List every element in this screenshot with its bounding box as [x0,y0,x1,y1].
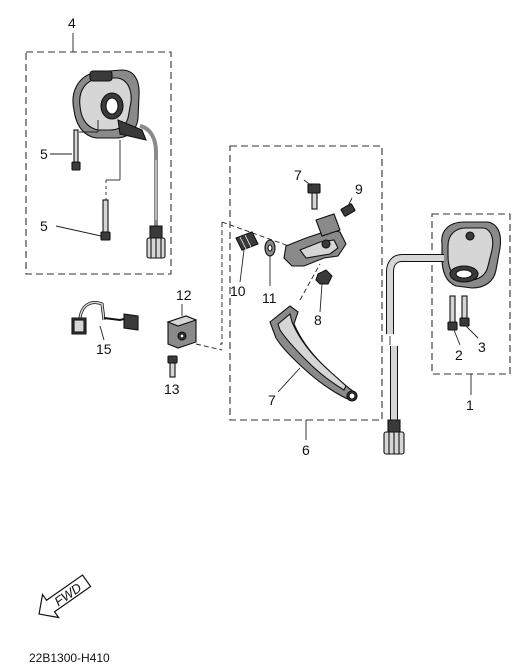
callout-15: 15 [96,341,112,357]
callout-14: 13 [164,381,180,397]
screw-2 [447,295,458,331]
wire-lead-15 [71,301,139,341]
lever-bracket [283,213,347,267]
callout-7-label: 7 [268,392,276,408]
left-switch-wire-harness [139,124,166,259]
callout-5-upper: 5 [40,146,48,162]
adjuster-10 [340,197,356,217]
washer-12 [264,239,276,286]
fwd-direction-arrow: FWD [38,574,92,619]
screw-3 [459,295,470,327]
left-switch-housing [72,69,147,141]
clamp-13 [166,304,198,349]
callout-6: 6 [302,442,310,458]
assembly-4-left-handlebar-switch: 4 5 5 [25,15,172,275]
callout-9: 8 [314,312,322,328]
callout-3: 3 [478,339,486,355]
screw-14 [167,355,178,378]
callout-4: 4 [68,15,76,31]
drawing-code: 22B1300-H410 [29,651,110,665]
screw-5-upper [71,120,99,171]
screw-5-lower [100,140,121,241]
callout-13: 12 [176,287,192,303]
callout-8: 7 [294,167,302,183]
callout-12: 11 [262,290,277,306]
bolt-8 [303,179,321,210]
callout-1: 1 [466,397,474,413]
assembly-1-right-handlebar-switch: 2 3 1 [383,213,511,455]
callout-10: 9 [355,181,363,197]
callout-11: 10 [230,283,246,299]
right-switch-housing [441,221,502,289]
assembly-4-dashed-box [25,51,172,275]
right-switch-wire-harness [383,254,444,455]
assembly-6-clutch-lever-holder: 6 7 9 10 [195,145,383,458]
screw-11 [235,231,259,283]
callout-2: 2 [455,347,463,363]
nut-9 [315,269,333,313]
callout-5-lower: 5 [40,218,48,234]
clutch-lever-7 [269,305,358,402]
